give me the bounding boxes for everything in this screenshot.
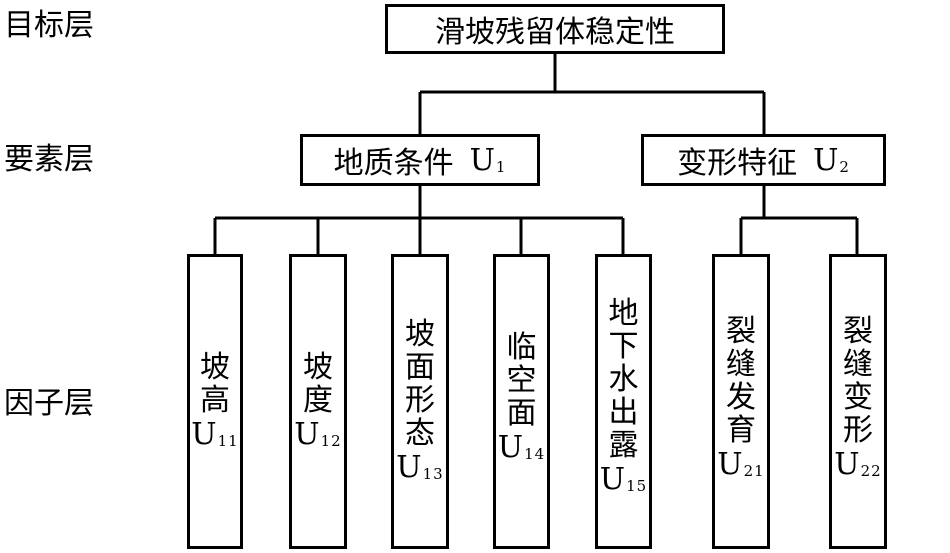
- factor-char: 出: [608, 395, 639, 430]
- factor-char: 形: [405, 383, 435, 418]
- element-code: U1: [469, 142, 507, 178]
- goal-box: 滑坡残留体稳定性: [385, 4, 725, 54]
- factor-char: 坡: [405, 317, 435, 352]
- factor-char: 下: [608, 329, 639, 364]
- layer-label-factor: 因子层: [4, 386, 94, 421]
- factor-char: 面: [506, 396, 537, 431]
- factor-char: 临: [506, 330, 537, 365]
- factor-char: 发: [726, 380, 756, 415]
- factor-box-u12: 坡 度 U12: [289, 254, 347, 549]
- factor-char: 坡: [200, 350, 230, 385]
- factor-char: 育: [726, 413, 756, 448]
- factor-char: 露: [608, 428, 639, 463]
- factor-box-u13: 坡 面 形 态 U13: [391, 254, 449, 549]
- factor-code: U22: [834, 447, 882, 482]
- element-code: U2: [813, 142, 850, 178]
- factor-code: U14: [497, 430, 546, 465]
- factor-box-u14: 临 空 面 U14: [493, 254, 550, 549]
- factor-box-u15: 地 下 水 出 露 U15: [595, 254, 652, 549]
- goal-label: 滑坡残留体稳定性: [435, 15, 675, 50]
- factor-char: 面: [405, 350, 435, 385]
- factor-box-u11: 坡 高 U11: [187, 254, 243, 549]
- element-label: 地质条件: [333, 146, 454, 181]
- factor-char: 空: [506, 363, 537, 398]
- factor-char: 坡: [303, 350, 333, 385]
- factor-char: 形: [843, 413, 873, 448]
- layer-label-element: 要素层: [4, 142, 94, 177]
- element-box-deformation: 变形特征 U2: [641, 134, 886, 186]
- element-label: 变形特征: [677, 146, 798, 181]
- factor-code: U15: [599, 462, 648, 497]
- factor-char: 缝: [726, 347, 756, 382]
- factor-box-u22: 裂 缝 变 形 U22: [829, 254, 887, 549]
- element-box-geology: 地质条件 U1: [300, 134, 540, 186]
- factor-code: U21: [717, 447, 765, 482]
- factor-char: 态: [405, 416, 435, 451]
- factor-char: 缝: [843, 347, 873, 382]
- factor-code: U13: [396, 450, 444, 485]
- factor-char: 裂: [726, 314, 756, 349]
- factor-char: 度: [303, 383, 333, 418]
- factor-box-u21: 裂 缝 发 育 U21: [712, 254, 770, 549]
- layer-label-target: 目标层: [4, 8, 94, 43]
- factor-char: 水: [608, 362, 639, 397]
- factor-char: 变: [843, 380, 873, 415]
- factor-char: 高: [200, 383, 230, 418]
- factor-code: U11: [191, 417, 239, 452]
- factor-code: U12: [294, 417, 342, 452]
- factor-char: 裂: [843, 314, 873, 349]
- factor-char: 地: [608, 296, 639, 331]
